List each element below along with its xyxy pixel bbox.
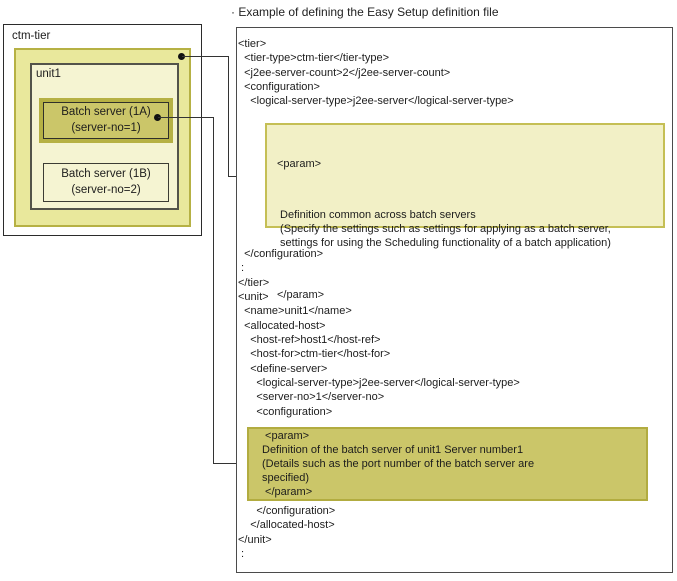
- batch-server-1b-serverno: (server-no=2): [71, 183, 141, 196]
- param-common-open-tag: <param>: [277, 158, 322, 171]
- connector-line-tier-v: [228, 56, 229, 177]
- ctm-tier-box: ctm-tier unit1 Batch server (1A) (server…: [3, 24, 202, 236]
- connector-line-server-h1: [158, 117, 214, 118]
- code-block-unit: </configuration> : </tier> <unit> <name>…: [238, 248, 520, 418]
- batch-server-1a-highlight: Batch server (1A) (server-no=1): [39, 98, 173, 143]
- batch-server-1b-name: Batch server (1B): [61, 168, 151, 180]
- param-unit1-description: <param> Definition of the batch server o…: [262, 430, 535, 498]
- connector-line-server-h2: [213, 463, 248, 464]
- code-block-closing: </configuration> </allocated-host> </uni…: [238, 505, 336, 561]
- batch-server-1a-name: Batch server (1A): [61, 106, 151, 118]
- unit1-box: unit1 Batch server (1A) (server-no=1) Ba…: [30, 63, 179, 210]
- tier-highlight-box: unit1 Batch server (1A) (server-no=1) Ba…: [14, 48, 191, 227]
- param-common-box: <param> Definition common across batch s…: [265, 123, 665, 301]
- param-common-close-tag: </param>: [277, 289, 325, 302]
- batch-server-1a-serverno: (server-no=1): [71, 121, 141, 134]
- connector-line-tier-h1: [182, 56, 229, 57]
- param-common-description: Definition common across batch servers (…: [280, 209, 611, 250]
- figure-caption: · Example of defining the Easy Setup def…: [231, 5, 499, 19]
- connector-dot-server1a: [154, 114, 161, 121]
- ctm-tier-label: ctm-tier: [12, 30, 51, 42]
- batch-server-1a-box: Batch server (1A) (server-no=1): [43, 102, 169, 139]
- connector-dot-tier: [178, 53, 185, 60]
- connector-line-server-v: [213, 117, 214, 464]
- param-unit1-box: <param> Definition of the batch server o…: [247, 427, 648, 501]
- code-block-tier: <tier> <tier-type>ctm-tier</tier-type> <…: [238, 38, 514, 108]
- batch-server-1b-box: Batch server (1B) (server-no=2): [43, 163, 169, 202]
- unit1-label: unit1: [36, 68, 61, 80]
